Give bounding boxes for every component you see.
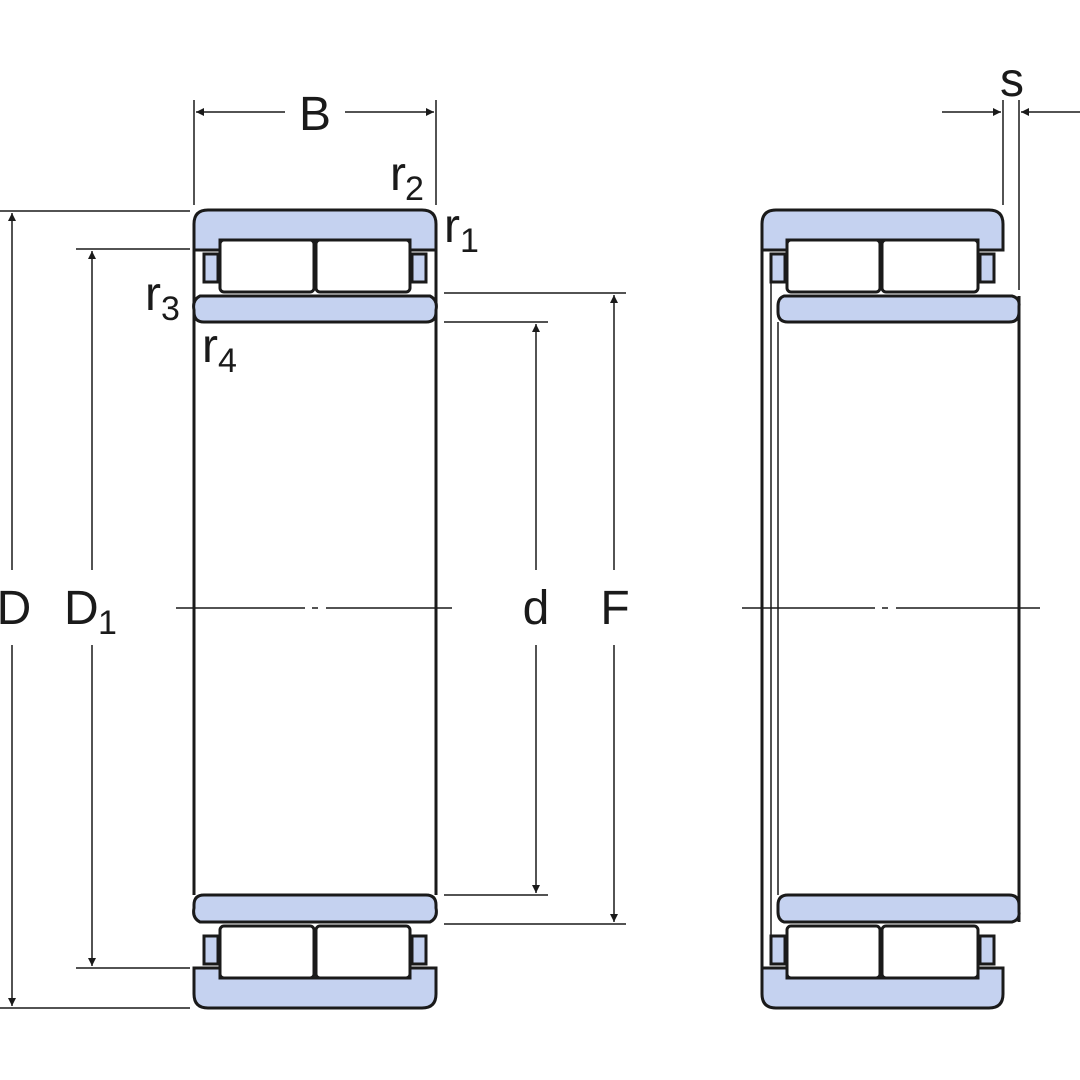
dim-s-extension <box>1002 100 1020 290</box>
left-top-roller-1 <box>218 238 316 294</box>
right-bottom-cage-left <box>769 934 787 966</box>
dimensions <box>0 100 1080 1009</box>
dim-d-extension <box>444 321 548 896</box>
right-bottom-cage-right <box>978 934 996 966</box>
dim-D-extension <box>0 210 190 1009</box>
left-top-inner-ring <box>192 294 438 324</box>
left-bottom-outer-ring <box>192 966 438 1010</box>
right-top-cage-right <box>978 252 996 284</box>
label-r2: r2 <box>390 148 424 208</box>
left-bottom-roller-2 <box>314 924 412 980</box>
left-top-cage-left <box>202 252 220 284</box>
label-r1: r1 <box>444 200 479 260</box>
right-bottom-inner-ring <box>776 893 1021 924</box>
left-outer-outline <box>192 240 438 895</box>
left-bottom-cage-left <box>202 934 220 966</box>
left-bottom-inner-ring <box>192 893 438 924</box>
right-bottom-outer-ring <box>760 966 1005 1010</box>
right-bearing-view <box>742 208 1040 1010</box>
left-bearing-view <box>176 208 452 1010</box>
right-bottom-roller-2 <box>880 924 980 980</box>
label-D: D <box>0 582 31 635</box>
right-bottom-roller-1 <box>785 924 882 980</box>
dim-D1-extension <box>76 248 190 969</box>
right-top-inner-ring <box>776 294 1021 324</box>
label-F: F <box>600 582 629 635</box>
label-s: s <box>1000 54 1024 107</box>
right-top-roller-2 <box>880 238 980 294</box>
left-top-roller-2 <box>314 238 412 294</box>
right-top-cage-left <box>769 252 787 284</box>
label-r4: r4 <box>202 320 237 380</box>
left-bottom-cage-right <box>410 934 428 966</box>
left-top-cage-right <box>410 252 428 284</box>
dim-F-extension <box>444 292 626 925</box>
right-outer-outline <box>760 250 1021 968</box>
right-top-roller-1 <box>785 238 882 294</box>
labels: B s r2 r1 r3 r4 D D1 d F <box>0 54 1024 642</box>
right-inner-bore-line <box>770 282 779 936</box>
label-B: B <box>299 88 331 141</box>
left-bottom-roller-1 <box>218 924 316 980</box>
label-D1: D1 <box>64 582 117 642</box>
label-r3: r3 <box>145 268 180 328</box>
dim-B-extension <box>193 100 437 205</box>
label-d: d <box>523 582 550 635</box>
